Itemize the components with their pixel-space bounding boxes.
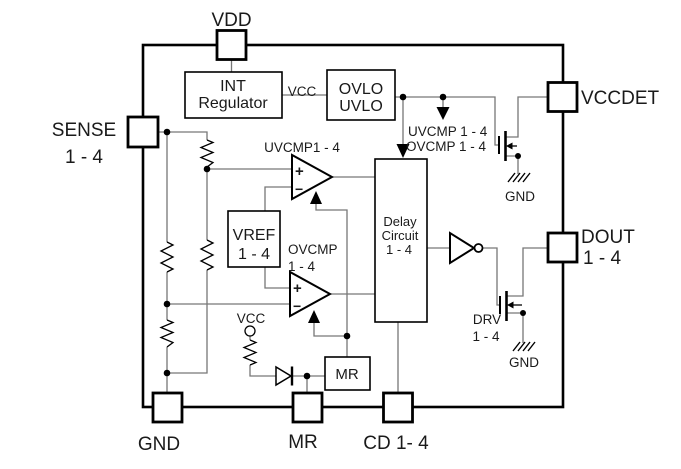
- pin-cd: [382, 391, 414, 424]
- wire-fet1-source: [505, 155, 519, 174]
- ovcmp-plus-sign: +: [293, 280, 302, 297]
- vcc-terminal-icon: [244, 325, 256, 337]
- label-ovcmp-title-line1: OVCMP: [288, 242, 338, 257]
- pin-vdd: [215, 29, 248, 61]
- pin-vccdet: [546, 81, 579, 113]
- pin-label-dout-line2: 1 - 4: [583, 248, 621, 269]
- label-gnd-fet-top: GND: [505, 189, 535, 204]
- vccdet-mosfet-icon: [498, 131, 517, 161]
- pin-label-mr: MR: [288, 432, 318, 453]
- wire-mr-to-ovcmp-enable: [313, 323, 347, 337]
- label-uvcmp-signal: UVCMP 1 - 4: [408, 124, 488, 139]
- arrow-into-delay-icon: [396, 144, 410, 158]
- pin-label-cd: CD 1- 4: [363, 433, 429, 454]
- int-regulator-box: [184, 71, 283, 119]
- mr-block: MR: [324, 356, 371, 391]
- int-regulator-block: INT Regulator: [184, 71, 283, 119]
- wire-mr-to-uvcmp-enable: [315, 204, 348, 336]
- chip-outline: [141, 43, 565, 409]
- pin-label-gnd: GND: [138, 434, 180, 455]
- vref-label-line2: 1 - 4: [238, 246, 270, 263]
- delay-circuit-block: Delay Circuit 1 - 4: [374, 158, 428, 323]
- dout-mosfet-icon: [499, 291, 522, 321]
- wire-fet1-drain: [505, 96, 548, 138]
- ovlo-uvlo-block: OVLO UVLO: [326, 69, 396, 121]
- int-regulator-label-line2: Regulator: [198, 95, 268, 112]
- delay-label-line1: Delay: [383, 214, 417, 229]
- arrow-signal-label-icon: [436, 107, 450, 120]
- uvcmp-plus-sign: +: [295, 163, 304, 180]
- resistor-icon-r2: [199, 239, 215, 271]
- pin-label-vccdet: VCCDET: [581, 88, 660, 109]
- vref-label-line1: VREF: [233, 227, 276, 244]
- ovcmp-minus-sign: −: [293, 298, 301, 314]
- pin-label-sense-line2: 1 - 4: [65, 147, 103, 168]
- ovlo-uvlo-box: [326, 69, 396, 121]
- wire-r2-return: [167, 270, 208, 374]
- vref-box: [227, 210, 281, 268]
- pin-label-vdd: VDD: [211, 10, 251, 31]
- wire-fet2-drain: [506, 247, 548, 297]
- uvcmp-minus-sign: −: [295, 181, 303, 197]
- inverter: [449, 231, 484, 265]
- pins: [126, 29, 579, 424]
- arrow-into-ovcmp-icon: [308, 310, 320, 323]
- label-vcc-pullup: VCC: [237, 311, 266, 326]
- pin-sense: [126, 115, 160, 149]
- fet1-body-arrow: [506, 142, 513, 150]
- wire-inverter-to-fet2-gate: [482, 247, 500, 306]
- int-regulator-label-line1: INT: [220, 78, 246, 95]
- ovcmp-comparator: + −: [289, 270, 333, 318]
- label-drv-line1: DRV: [473, 312, 501, 327]
- resistor-icon-r5: [242, 339, 258, 366]
- ovlo-label: OVLO: [339, 81, 383, 98]
- resistor-icon-r3: [159, 241, 175, 273]
- wire-vref-to-uvcmp-minus: [264, 186, 292, 211]
- vref-block: VREF 1 - 4: [227, 210, 281, 268]
- ground-symbol-bottom-icon: [512, 341, 536, 352]
- ovcmp-triangle-icon: [289, 270, 333, 318]
- wire-vref-to-ovcmp-plus: [264, 267, 290, 289]
- pin-gnd: [151, 391, 184, 424]
- wire-fet2-source: [506, 312, 524, 343]
- label-vcc-rail: VCC: [288, 84, 317, 99]
- pin-label-sense-line1: SENSE: [52, 120, 116, 141]
- mr-box: [324, 356, 371, 391]
- resistor-icon-r4: [159, 319, 175, 348]
- label-drv-line2: 1 - 4: [472, 329, 500, 344]
- delay-label-line2: Circuit: [382, 228, 419, 243]
- resistors: [159, 139, 258, 366]
- uvcmp-triangle-icon: [291, 153, 335, 201]
- uvcmp-comparator: + −: [291, 153, 335, 201]
- ground-symbol-top-icon: [507, 172, 531, 183]
- mr-block-label: MR: [335, 366, 358, 383]
- label-gnd-fet-bottom: GND: [509, 355, 539, 370]
- diode-anode-icon: [275, 365, 293, 387]
- fet2-body-arrow: [507, 301, 514, 309]
- diode-icon: [275, 365, 294, 387]
- junction-dots: [163, 93, 526, 380]
- resistor-icon-r1: [199, 139, 215, 168]
- uvlo-label: UVLO: [339, 98, 383, 115]
- pin-dout: [546, 231, 579, 264]
- pin-label-dout-line1: DOUT: [581, 227, 635, 248]
- label-uvcmp-title: UVCMP1 - 4: [264, 140, 340, 155]
- label-ovcmp-signal: OVCMP 1 - 4: [406, 139, 487, 154]
- label-ovcmp-title-line2: 1 - 4: [288, 259, 316, 274]
- delay-label-line3: 1 - 4: [386, 242, 412, 257]
- delay-circuit-box: [374, 158, 428, 323]
- pin-mr: [291, 391, 324, 424]
- wire-r5-to-diode: [249, 365, 276, 377]
- wires: [157, 59, 548, 393]
- wire-sense-to-r1: [157, 131, 208, 140]
- arrowheads: [308, 107, 450, 323]
- inverter-bubble-icon: [473, 243, 484, 253]
- inverter-triangle-icon: [449, 231, 476, 265]
- arrow-into-uvcmp-icon: [310, 191, 322, 204]
